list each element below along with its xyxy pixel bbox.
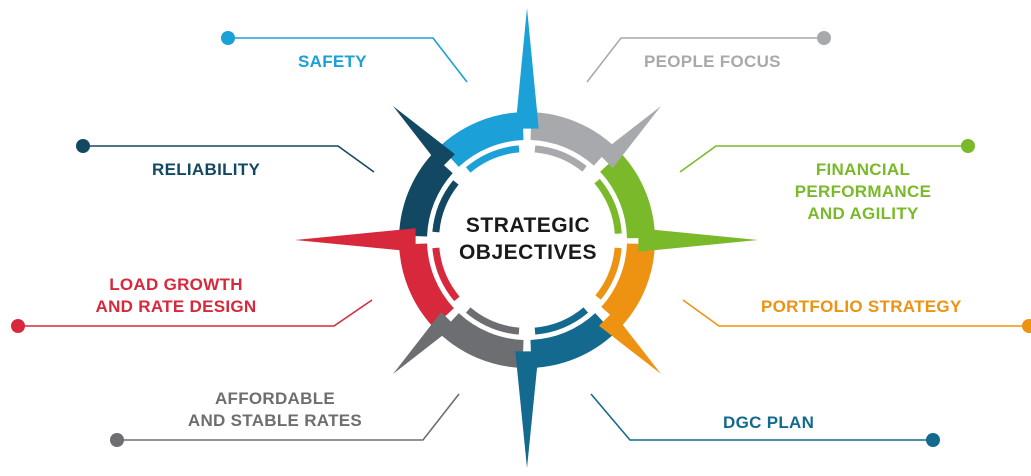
spike-financial — [638, 228, 758, 252]
spike-load-growth — [295, 228, 416, 252]
label-reliability: RELIABILITY — [152, 160, 261, 179]
spike-affordable — [393, 311, 456, 374]
spike-portfolio — [598, 311, 661, 374]
label-load-growth: LOAD GROWTH AND RATE DESIGN — [95, 275, 257, 316]
label-portfolio: PORTFOLIO STRATEGY — [761, 297, 962, 316]
leader-line-load-growth — [18, 299, 373, 327]
spike-people-focus — [598, 106, 661, 169]
leader-dot-dgc-plan — [926, 433, 940, 447]
inner-arc-affordable — [465, 307, 520, 335]
leader-line-people-focus — [586, 37, 824, 83]
inner-arc-load-growth — [432, 247, 460, 302]
label-safety: SAFETY — [298, 52, 367, 71]
compass-spikes — [295, 8, 758, 468]
leader-line-safety — [228, 37, 468, 83]
arc-segment-safety — [439, 112, 524, 167]
leader-dot-affordable — [110, 433, 124, 447]
inner-arc-financial — [594, 178, 622, 234]
label-dgc-plan: DGC PLAN — [723, 413, 815, 432]
inner-arc-portfolio — [595, 247, 622, 300]
outer-ring — [399, 112, 655, 368]
label-people-focus: PEOPLE FOCUS — [644, 52, 781, 71]
leader-dot-load-growth — [11, 319, 25, 333]
arc-segment-reliability — [399, 154, 453, 237]
arc-segment-people-focus — [530, 112, 613, 166]
leader-line-affordable — [117, 393, 460, 441]
center-title-line2: OBJECTIVES — [458, 241, 598, 264]
inner-arc-reliability — [432, 180, 459, 233]
arc-segment-load-growth — [399, 243, 454, 328]
label-financial: FINANCIAL PERFORMANCE AND AGILITY — [794, 160, 932, 223]
center-title: STRATEGIC OBJECTIVES — [447, 212, 609, 266]
inner-arc-dgc-plan — [534, 307, 589, 335]
leader-line-dgc-plan — [590, 393, 933, 441]
leader-dot-people-focus — [817, 31, 831, 45]
spike-safety — [515, 8, 539, 129]
spike-reliability — [393, 106, 456, 169]
leader-line-financial — [679, 145, 968, 173]
inner-arc-people-focus — [534, 145, 587, 172]
inner-ring — [432, 145, 622, 335]
arc-segment-affordable — [439, 313, 524, 368]
arc-segment-portfolio — [601, 243, 655, 326]
leader-dot-portfolio — [1022, 319, 1031, 333]
leader-line-reliability — [83, 145, 375, 173]
arc-segment-dgc-plan — [530, 313, 615, 368]
spike-dgc-plan — [515, 351, 539, 468]
center-title-line1: STRATEGIC — [465, 214, 591, 237]
leader-dot-safety — [221, 31, 235, 45]
arc-segment-financial — [600, 152, 655, 239]
leader-dot-reliability — [76, 139, 90, 153]
inner-arc-safety — [465, 145, 520, 173]
leader-line-portfolio — [682, 299, 1029, 327]
leader-lines — [11, 31, 1031, 447]
leader-dot-financial — [961, 139, 975, 153]
label-affordable: AFFORDABLE AND STABLE RATES — [187, 389, 363, 430]
